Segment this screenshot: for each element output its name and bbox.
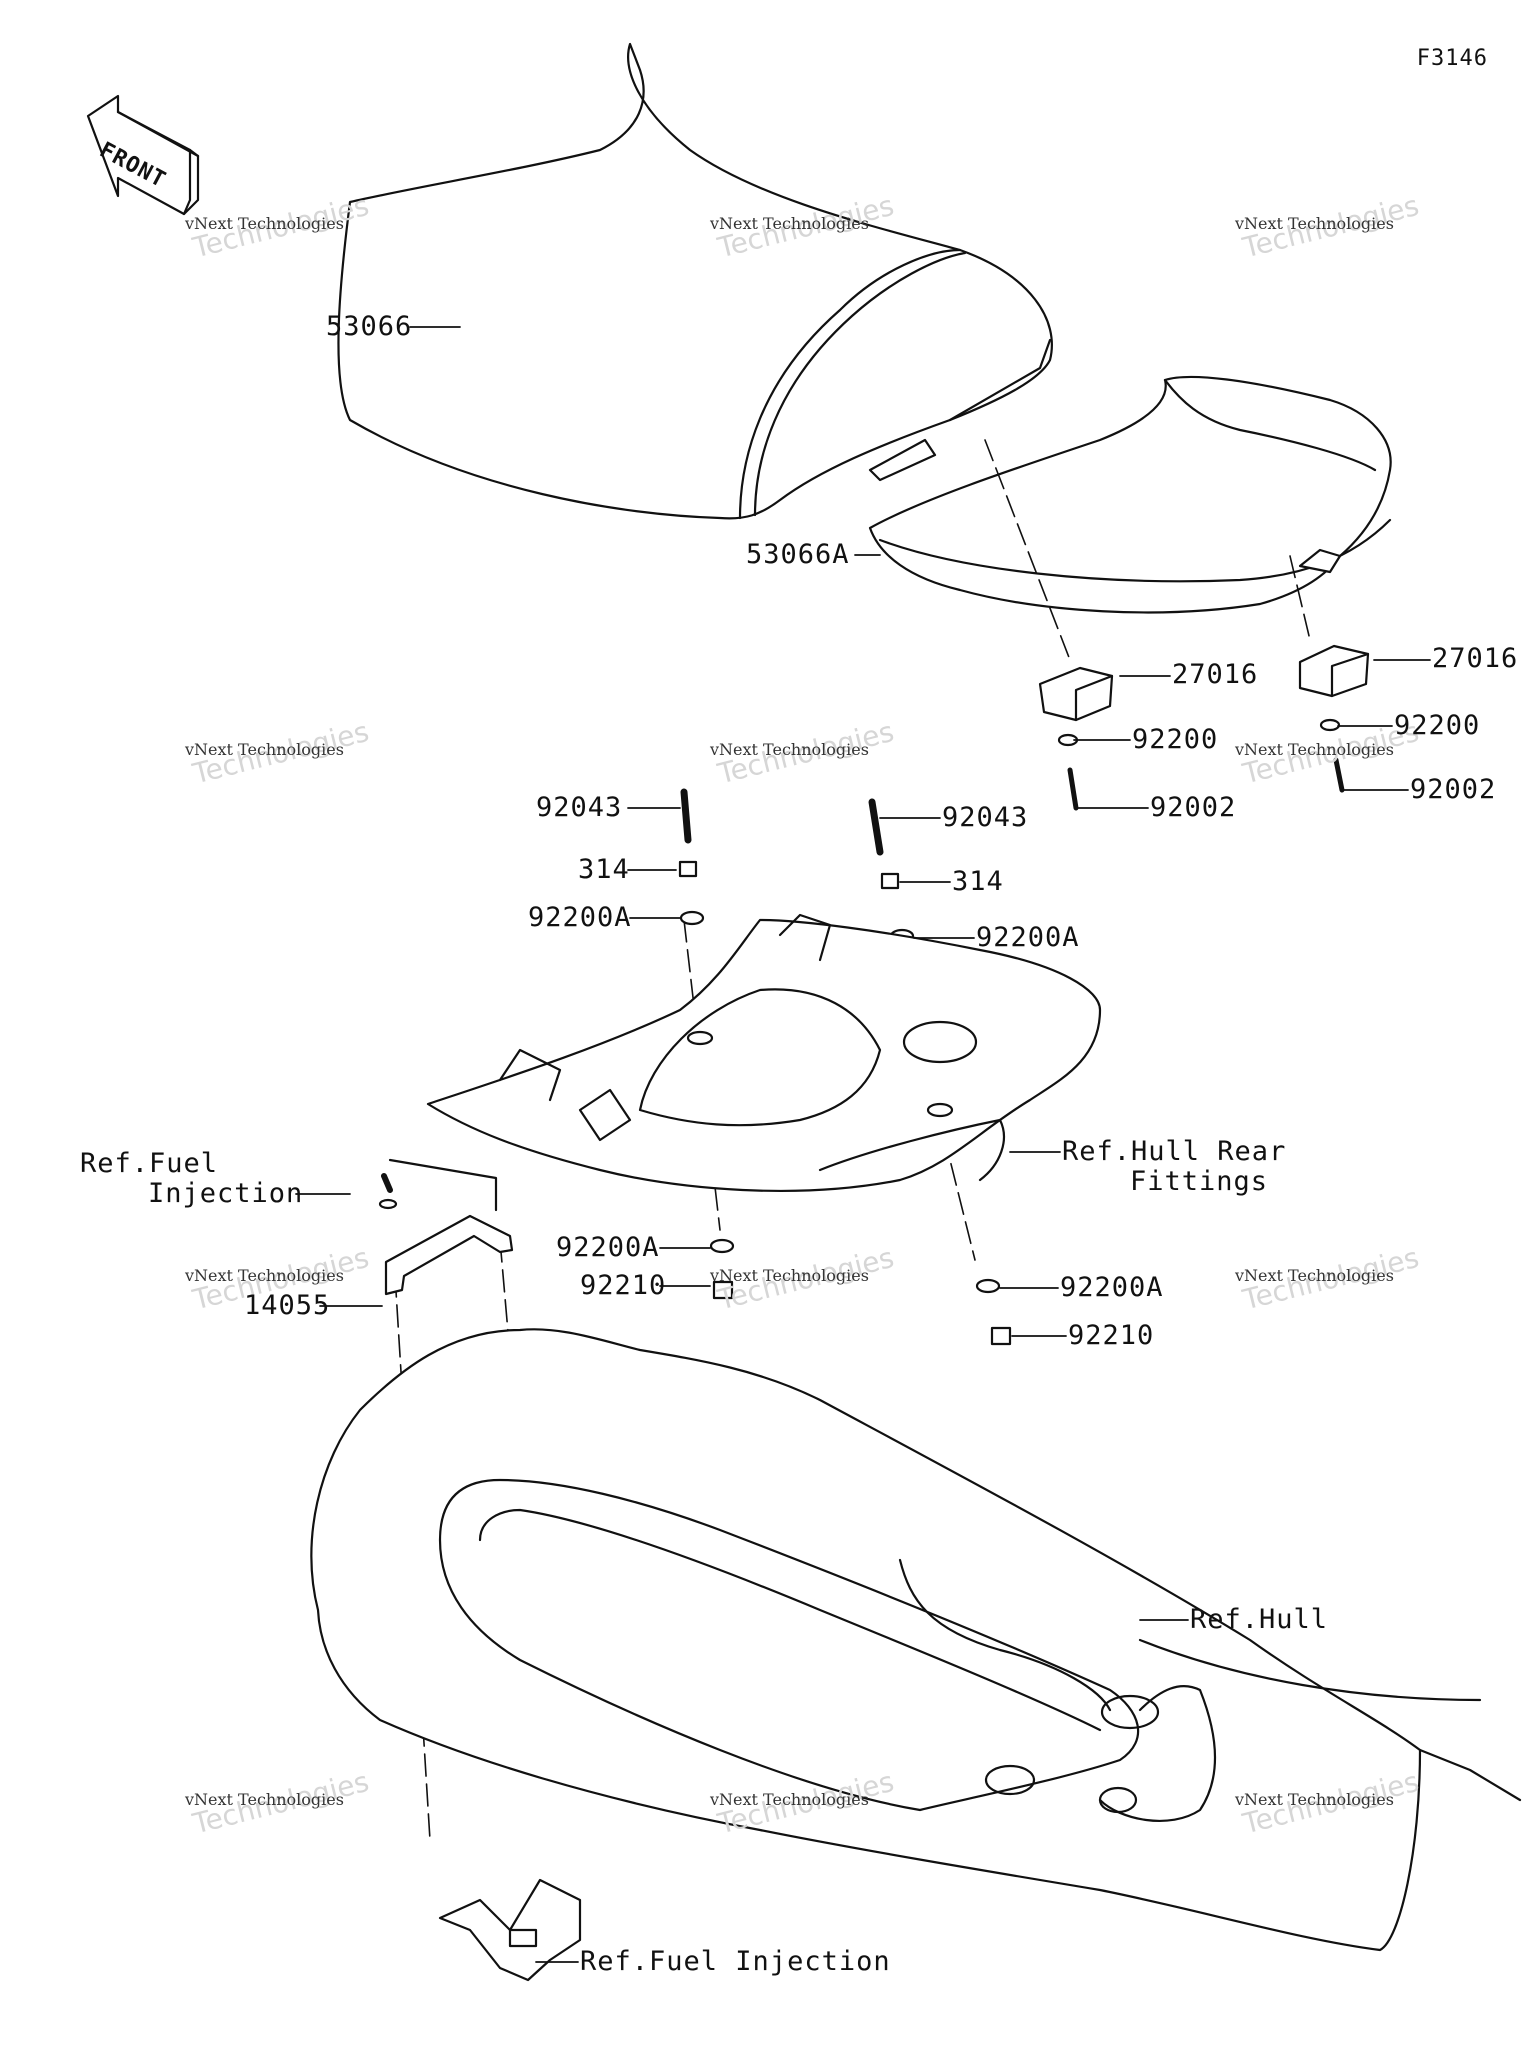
washer-a-ll-drawing [709,1238,735,1254]
bolt-right-drawing [1333,757,1345,793]
label-washer-a-lower-left: 92200A [556,1232,660,1263]
label-stopper-right: 27016 [1432,643,1519,674]
label-ref-hull-rear-2: Fittings [1130,1166,1269,1197]
label-nut-right: 314 [952,866,1004,897]
label-nut-lower-left: 92210 [580,1270,667,1301]
label-bolt-left: 92002 [1150,792,1237,823]
label-ref-fuel-2: Injection [148,1178,304,1209]
label-bolt-right: 92002 [1410,774,1497,805]
front-arrow-icon [86,94,200,216]
label-nut-left: 314 [578,854,630,885]
label-stopper-left: 27016 [1172,659,1259,690]
nut-ll-drawing [712,1280,734,1300]
nut-left-drawing [678,860,698,878]
label-ref-hull-rear: Ref.Hull Rear [1062,1136,1287,1167]
hull-drawing [310,1328,1522,1952]
label-stud-right: 92043 [942,802,1029,833]
stud-right-drawing [868,798,884,856]
front-seat-drawing [337,42,1053,520]
rear-seat-drawing [868,375,1392,614]
nut-right-drawing [880,872,900,890]
label-seat-front: 53066 [326,311,413,342]
figure-code: F3146 [1416,46,1488,71]
label-washer-left: 92200 [1132,724,1219,755]
washer-a-ul-drawing [679,910,705,926]
label-seat-rear: 53066A [746,539,850,570]
label-nut-lower-right: 92210 [1068,1320,1155,1351]
label-washer-right: 92200 [1394,710,1481,741]
seat-frame-drawing [426,913,1102,1192]
label-washer-a-upper-right: 92200A [976,922,1080,953]
label-ref-fuel: Ref.Fuel [80,1148,219,1179]
label-ref-fuel-bottom: Ref.Fuel Injection [580,1946,891,1977]
bolt-left-drawing [1067,767,1079,811]
label-stud-left: 92043 [536,792,623,823]
bracket-drawing [384,1214,514,1296]
stopper-right-drawing [1298,644,1370,698]
washer-a-lr-drawing [975,1278,1001,1294]
label-ref-hull: Ref.Hull [1190,1604,1329,1635]
label-washer-a-upper-left: 92200A [528,902,632,933]
stud-left-drawing [680,788,692,844]
nut-lr-drawing [990,1326,1012,1346]
label-washer-a-lower-right: 92200A [1060,1272,1164,1303]
washer-right-drawing [1319,718,1341,732]
label-bracket: 14055 [244,1290,331,1321]
